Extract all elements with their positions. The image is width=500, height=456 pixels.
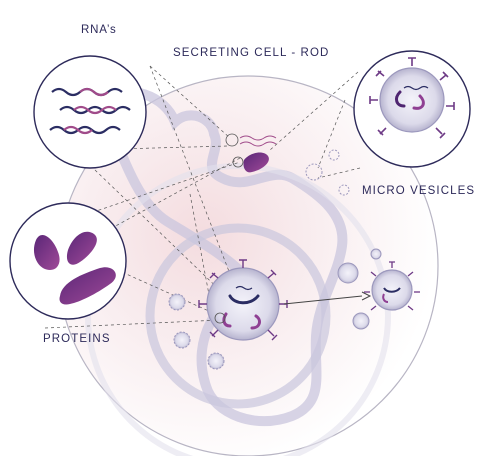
micro-vesicles-label: MICRO VESICLES [362,185,476,197]
small-vesicles [168,149,382,370]
rna-in-cell [225,133,277,147]
diagram-title: SECRETING CELL - ROD [173,47,330,59]
central-exosome [198,259,288,341]
proteins-label: PROTEINS [43,333,111,345]
nucleus-ring [145,223,331,409]
rna-label: RNA’s [81,24,117,36]
rna-zoom-circle [33,55,147,169]
release-arrow [283,295,363,305]
protein-in-cell [232,152,269,173]
released-exosome [364,261,420,311]
exosome-zoom-circle [353,50,471,168]
cell-membrane-path [93,87,348,427]
protein-zoom-circle [9,202,127,320]
